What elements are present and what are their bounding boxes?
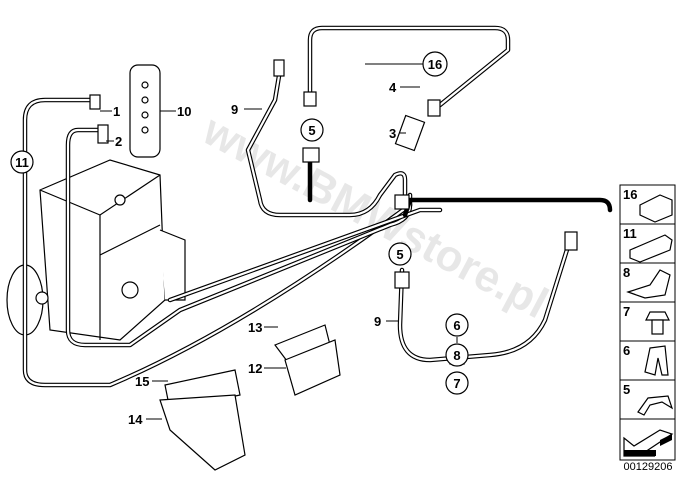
legend-label-11: 11: [623, 226, 637, 241]
callout-5: 5: [396, 247, 403, 262]
abs-unit: [6, 159, 186, 341]
callout-9: 9: [374, 314, 381, 329]
callout-11: 11: [15, 155, 29, 170]
parts-legend: 16 11 8 7 6 5 00129206: [619, 184, 676, 473]
double-clip-holder-icon: [629, 234, 673, 263]
callout-2: 2: [115, 134, 122, 149]
hose-bracket-icon: [637, 395, 674, 416]
callout-13: 13: [248, 320, 262, 335]
legend-label-5: 5: [623, 382, 630, 397]
watermark: www.BMWstore.pl: [194, 105, 555, 328]
legend-label-8: 8: [623, 265, 630, 280]
arrow-icon: [623, 429, 674, 457]
spring-clip-icon: [644, 345, 669, 376]
brake-lines: [22, 25, 613, 388]
legend-label-6: 6: [623, 343, 630, 358]
diagram-number: 00129206: [624, 461, 673, 473]
callout-1: 1: [113, 104, 120, 119]
legend-label-16: 16: [623, 187, 637, 202]
callout-15: 15: [135, 374, 149, 389]
callout-8: 8: [453, 348, 460, 363]
clip-holder-icon: [639, 194, 673, 223]
hex-bolt-icon: [645, 311, 670, 335]
callout-12: 12: [248, 361, 262, 376]
legend-label-7: 7: [623, 304, 630, 319]
callout-5: 5: [308, 123, 315, 138]
callouts: 1 2 10 11 9 5 16 4 3 5 9 6 8 7 13 12 15 …: [10, 51, 469, 427]
callout-14: 14: [128, 412, 143, 427]
bracket-icon: [626, 269, 671, 299]
callout-9: 9: [231, 102, 238, 117]
callout-3: 3: [389, 126, 396, 141]
fittings: [89, 59, 578, 471]
callout-4: 4: [389, 80, 397, 95]
callout-16: 16: [428, 57, 442, 72]
callout-10: 10: [177, 104, 191, 119]
callout-7: 7: [453, 376, 460, 391]
callout-6: 6: [453, 318, 460, 333]
